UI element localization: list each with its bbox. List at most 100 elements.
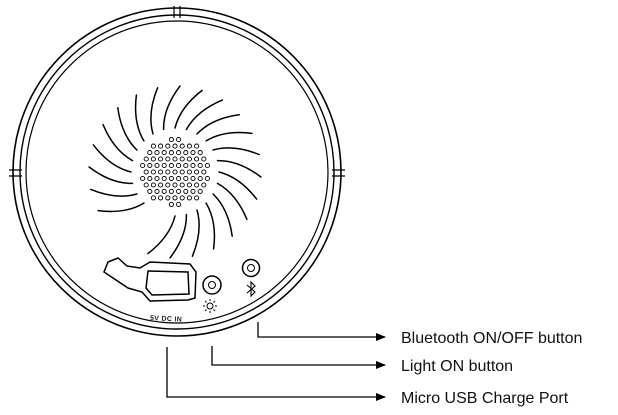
grille-slot (169, 213, 188, 259)
perforation-hole (197, 175, 203, 182)
grille-slot (216, 159, 262, 178)
speaker-perforation (140, 137, 210, 207)
grille-slot (162, 85, 181, 131)
seam-left (9, 169, 22, 177)
perforation-hole (197, 188, 203, 194)
perforation-hole (190, 150, 196, 156)
perforation-hole (161, 188, 167, 194)
perforation-hole (179, 143, 185, 149)
perforation-hole (158, 156, 164, 162)
perforation-hole (201, 182, 207, 188)
grille-slot (212, 193, 233, 237)
perforation-hole (172, 156, 178, 162)
perforation-hole (147, 175, 153, 182)
perforation-hole (168, 188, 174, 194)
perforation-hole (165, 169, 171, 175)
grille-slot (205, 202, 216, 250)
usb-port-inner (145, 270, 190, 296)
light-button-center (208, 281, 216, 289)
perforation-hole (161, 162, 167, 169)
light-button-cap[interactable] (202, 275, 222, 295)
perforation-hole (176, 188, 182, 194)
perforation-hole (158, 195, 164, 201)
perforation-hole (154, 162, 160, 169)
leader-usb (166, 347, 386, 401)
grille-slot (88, 166, 134, 185)
perforation-hole (140, 175, 146, 182)
grille-slot (117, 107, 138, 151)
grille-slot (134, 94, 145, 142)
perforation-hole (183, 162, 189, 169)
perforation-hole (183, 175, 189, 182)
perforation-hole (179, 169, 185, 175)
grille-slot (150, 87, 159, 135)
perforation-hole (186, 169, 192, 175)
perforation-hole (172, 143, 178, 149)
perforation-hole (143, 156, 149, 162)
port-marking: 5V DC IN (150, 315, 182, 324)
perforation-hole (179, 182, 185, 188)
perforation-hole (161, 150, 167, 156)
perforation-hole (172, 182, 178, 188)
perforation-hole (194, 169, 200, 175)
perforation-hole (150, 182, 156, 188)
callout-leaders (166, 322, 386, 401)
perforation-hole (154, 188, 160, 194)
perforation-hole (168, 150, 174, 156)
grille-slot (97, 202, 145, 213)
perforation-hole (168, 201, 174, 207)
perforation-hole (165, 195, 171, 201)
perforation-hole (179, 195, 185, 201)
perforation-hole (176, 162, 182, 169)
perforation-hole (143, 169, 149, 175)
grille-slot (196, 114, 240, 135)
perforation-hole (172, 169, 178, 175)
perforation-hole (147, 150, 153, 156)
seam-top (173, 6, 181, 18)
label-light-button: Light ON button (401, 358, 513, 375)
perforation-hole (190, 188, 196, 194)
grille-slot (147, 215, 176, 255)
perforation-hole (168, 175, 174, 182)
perforation-hole (147, 188, 153, 194)
perforation-hole (183, 188, 189, 194)
bluetooth-icon (246, 280, 256, 298)
leader-light (211, 346, 386, 369)
perforation-hole (150, 143, 156, 149)
sunburst-grille (88, 85, 262, 259)
perforation-hole (176, 201, 182, 207)
perforation-hole (176, 175, 182, 182)
perforation-hole (183, 150, 189, 156)
outer-rim (12, 7, 342, 337)
bluetooth-button[interactable] (241, 258, 261, 278)
perforation-hole (176, 137, 182, 143)
perforation-hole (154, 175, 160, 182)
grille-slot (216, 182, 248, 221)
grille-slot (90, 188, 138, 197)
bluetooth-button-cap[interactable] (241, 258, 261, 278)
perforation-hole (168, 137, 174, 143)
label-usb-port: Micro USB Charge Port (401, 390, 569, 407)
perforation-hole (186, 195, 192, 201)
speaker-body (9, 6, 345, 337)
sun-icon (203, 299, 217, 313)
grille-slot (205, 131, 253, 142)
perforation-hole (194, 156, 200, 162)
perforation-hole (186, 156, 192, 162)
perforation-hole (194, 182, 200, 188)
perforation-hole (204, 175, 210, 182)
perforation-hole (179, 156, 185, 162)
perforation-hole (172, 195, 178, 201)
perforation-hole (140, 162, 146, 169)
bluetooth-button-center (247, 264, 255, 272)
perforation-hole (150, 156, 156, 162)
perforation-hole (150, 169, 156, 175)
perforation-hole (154, 150, 160, 156)
grille-slot (212, 147, 260, 156)
grille-slot (191, 209, 200, 257)
outer-rim-inner (19, 14, 335, 330)
perforation-hole (194, 143, 200, 149)
perforation-hole (150, 195, 156, 201)
light-button[interactable] (202, 275, 222, 295)
